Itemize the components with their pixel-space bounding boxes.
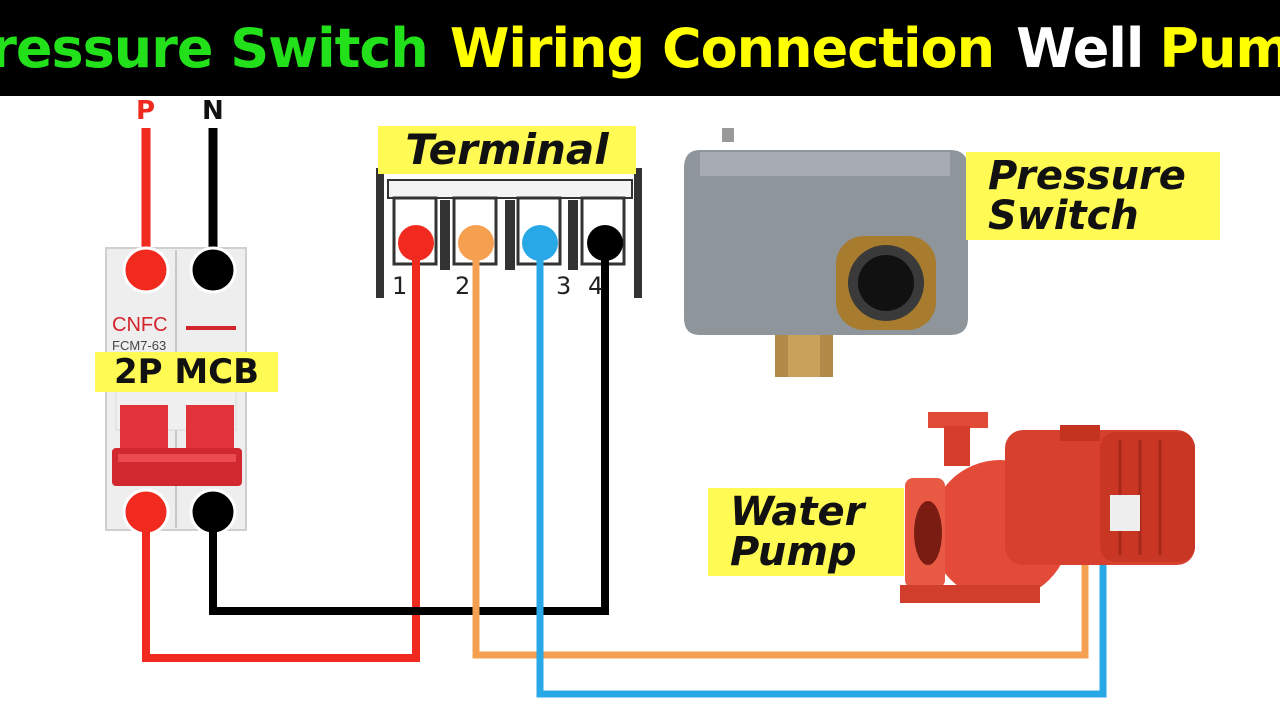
water-pump-device (900, 412, 1195, 603)
terminal-dot-2 (458, 225, 494, 261)
mcb-model: FCM7-63 (112, 338, 167, 353)
title-well-pump: Well Pump (1016, 17, 1280, 80)
terminal-dot-1 (398, 225, 434, 261)
blue-wire (536, 243, 1107, 698)
red-wire (142, 243, 420, 662)
mcb-label: 2P MCB (95, 352, 278, 392)
terminal-number-3: 3 (556, 272, 572, 300)
black-wire (209, 243, 609, 615)
title-well: Well (1016, 16, 1144, 80)
terminal-dot-3 (522, 225, 558, 261)
water-pump-label-line1: Water (730, 489, 865, 535)
pressure-switch-label: Pressure Switch (966, 152, 1220, 240)
mcb-top-right-terminal (189, 246, 237, 294)
terminal-number-2: 2 (455, 272, 471, 300)
terminal-dot-4 (587, 225, 623, 261)
terminal-number-4: 4 (588, 272, 604, 300)
title-pressure-switch: Pressure Switch (0, 16, 429, 80)
phase-label: P (136, 96, 156, 126)
title-pump: Pump (1159, 16, 1280, 80)
pressure-switch-label-line1: Pressure (988, 153, 1186, 199)
water-pump-label: Water Pump (708, 488, 904, 576)
title-wiring-connection: Wiring Connection (449, 16, 995, 80)
pressure-switch-label-line2: Switch (988, 193, 1139, 239)
terminal-label: Terminal (378, 126, 636, 174)
mcb-top-left-terminal (122, 246, 170, 294)
mcb-brand: CNFC (112, 314, 168, 336)
neutral-label: N (202, 96, 224, 126)
water-pump-label-line2: Pump (730, 529, 857, 575)
title-bar: Pressure Switch Wiring Connection Well P… (0, 0, 1280, 96)
terminal-number-1: 1 (392, 272, 408, 300)
pressure-switch-device (684, 128, 968, 377)
